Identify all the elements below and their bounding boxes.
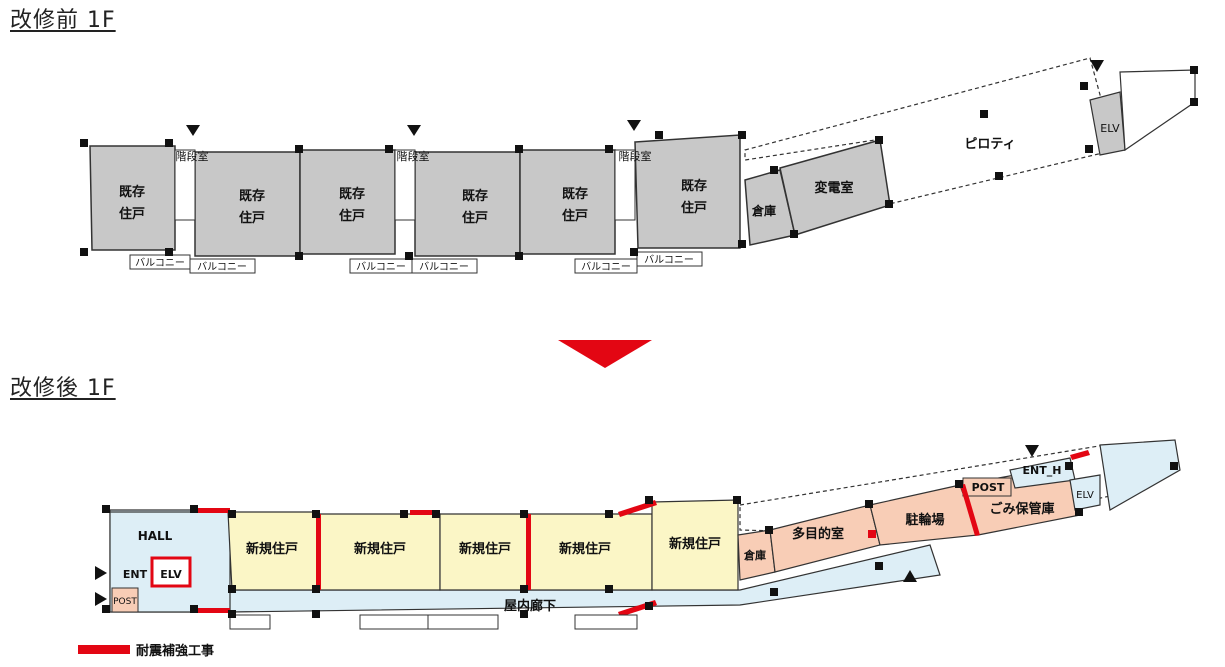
before-storage-label: 倉庫 [751, 203, 776, 218]
after-unit-2-label: 新規住戸 [354, 541, 406, 557]
after-balcony-2 [359, 614, 429, 630]
before-unit-4-line2: 住戸 [462, 210, 488, 226]
before-unit-5-line2: 住戸 [562, 208, 588, 224]
before-piloti-label: ピロティ [964, 137, 1015, 152]
after-title: 改修後 1F [10, 376, 116, 401]
after-plan [95, 439, 1181, 630]
after-right-stair [1099, 439, 1181, 511]
existing-unit-2 [194, 151, 301, 257]
after-entry-arrows [95, 445, 1039, 606]
existing-unit-4 [414, 151, 521, 257]
transition-arrow [558, 340, 652, 368]
balcony-4 [411, 258, 478, 274]
after-right-elv-label: ELV [1076, 490, 1094, 501]
after-multipurpose-label: 多目的室 [792, 526, 844, 542]
after-columns [102, 462, 1178, 618]
after-ent-label: ENT [123, 568, 148, 581]
before-entry-arrows [186, 60, 1104, 136]
before-elv-label: ELV [1100, 122, 1120, 135]
balcony-2 [189, 258, 256, 274]
after-bicycle-label: 駐輪場 [905, 512, 944, 528]
after-unit-3-label: 新規住戸 [459, 541, 511, 557]
stair-hall-3 [614, 149, 636, 221]
before-right-stair [1119, 69, 1196, 152]
post-box [111, 587, 139, 613]
before-unit-1-line2: 住戸 [119, 206, 145, 222]
new-unit-5 [651, 499, 739, 591]
after-storage-label: 倉庫 [743, 548, 766, 562]
before-balcony-label-5: バルコニー [581, 261, 631, 273]
before-unit-5-line1: 既存 [562, 186, 588, 202]
before-balcony-label-4: バルコニー [419, 261, 469, 273]
after-ent-h-label: ENT_H [1023, 464, 1062, 477]
before-substation-label: 変電室 [814, 180, 853, 196]
existing-unit-1 [89, 145, 176, 251]
before-unit-6-line1: 既存 [681, 178, 707, 194]
after-balcony-4 [574, 614, 638, 630]
existing-unit-5 [519, 149, 616, 255]
before-unit-3-line1: 既存 [339, 186, 365, 202]
before-balcony-label-6: バルコニー [644, 254, 694, 266]
legend: 耐震補強工事 [78, 640, 214, 659]
before-unit-3-line2: 住戸 [339, 208, 365, 224]
before-stair-label-2: 階段室 [397, 149, 430, 163]
seismic-reinforcement-marks [195, 450, 1090, 617]
after-right-elevator [1069, 474, 1101, 511]
after-garbage-label: ごみ保管庫 [989, 501, 1054, 517]
after-unit-4-label: 新規住戸 [559, 541, 611, 557]
balcony-6 [636, 251, 703, 267]
after-unit-5-label: 新規住戸 [669, 536, 721, 552]
after-unit-1-label: 新規住戸 [246, 541, 298, 557]
stair-hall-2 [394, 149, 416, 221]
before-title: 改修前 1F [10, 8, 116, 33]
before-unit-2-line2: 住戸 [239, 210, 265, 226]
after-balcony-3 [427, 614, 499, 630]
before-unit-1-line1: 既存 [119, 184, 145, 200]
before-plan [80, 57, 1198, 274]
before-unit-4-line1: 既存 [462, 188, 488, 204]
before-stair-label-1: 階段室 [176, 149, 209, 163]
before-balcony-label-2: バルコニー [197, 261, 247, 273]
before-balcony-label-3: バルコニー [356, 261, 406, 273]
seismic-legend-text: 耐震補強工事 [136, 644, 215, 659]
after-post-label: POST [113, 597, 137, 607]
before-balcony-label-1: バルコニー [135, 257, 185, 269]
before-stair-label-3: 階段室 [619, 149, 652, 163]
after-post2-label: POST [972, 481, 1005, 494]
before-columns [80, 66, 1198, 260]
stair-hall-1 [174, 149, 196, 221]
after-elv-label: ELV [160, 568, 182, 581]
before-unit-6-line2: 住戸 [681, 200, 707, 216]
before-unit-2-line1: 既存 [239, 188, 265, 204]
after-balcony-1 [229, 614, 271, 630]
seismic-legend-swatch [78, 645, 130, 654]
after-corridor-label: 屋内廊下 [504, 598, 556, 614]
after-left-elevator [150, 556, 192, 588]
after-hall-label: HALL [138, 529, 173, 543]
existing-unit-3 [299, 149, 396, 255]
